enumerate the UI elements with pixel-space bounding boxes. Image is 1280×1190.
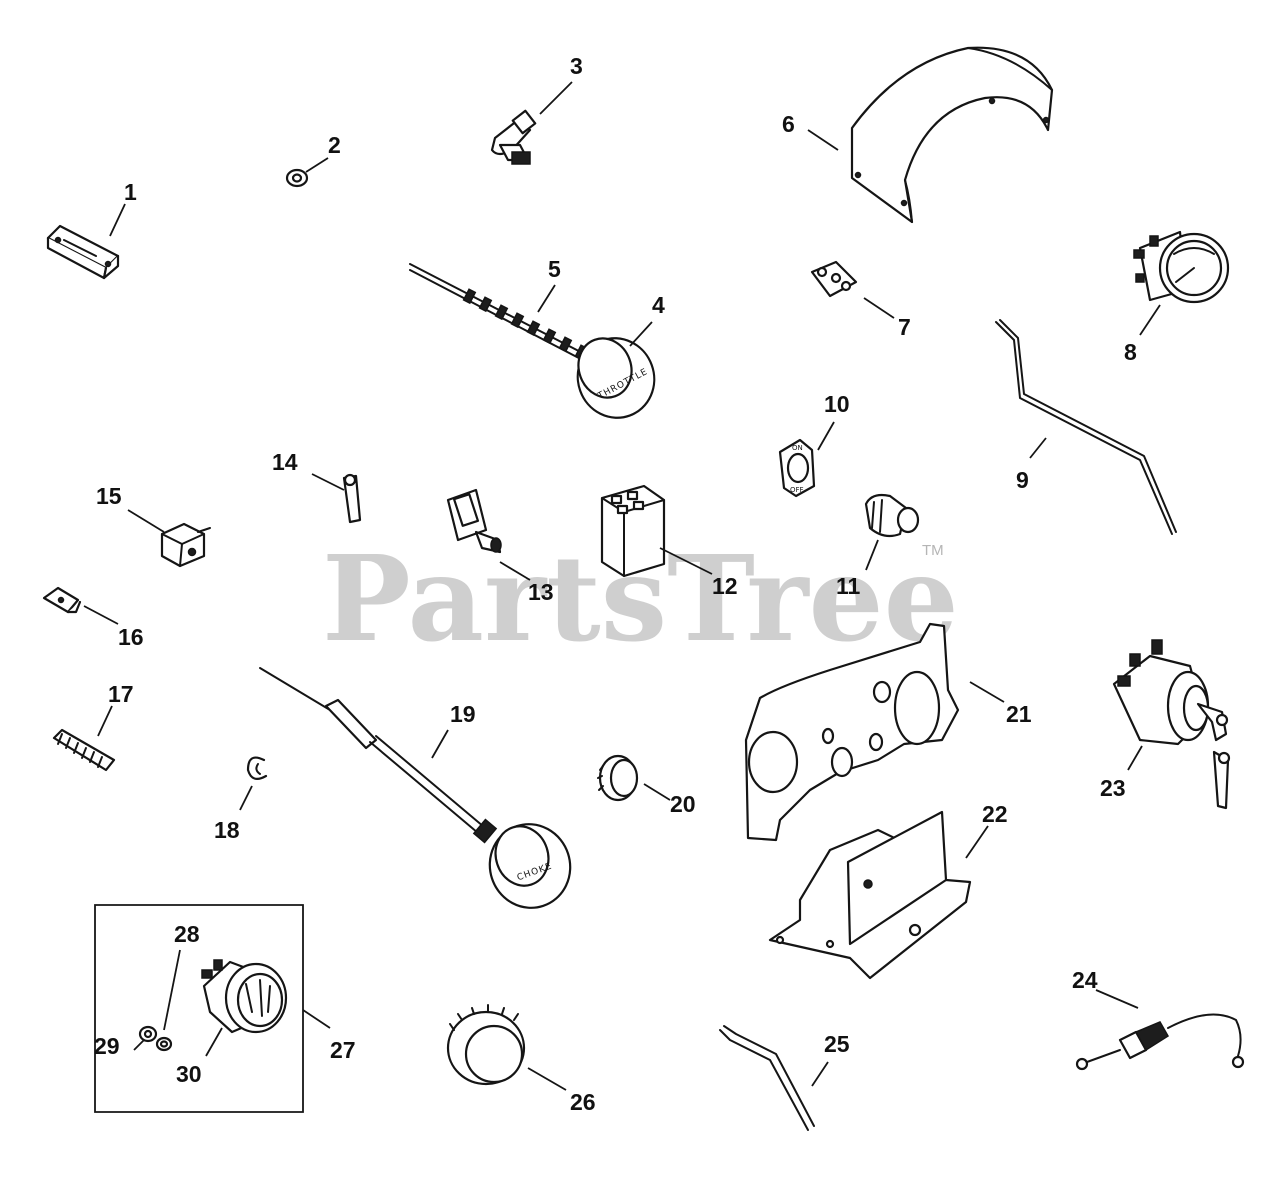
leader-26: [527, 1067, 567, 1091]
callout-27[interactable]: 27: [330, 1037, 356, 1063]
part-7-connector[interactable]: [810, 260, 858, 298]
callout-20[interactable]: 20: [670, 791, 696, 817]
part-4-throttle-knob[interactable]: THROTTLE: [567, 327, 666, 428]
leader-20: [643, 783, 671, 801]
part-29-nut[interactable]: [138, 1025, 158, 1043]
callout-4[interactable]: 4: [652, 292, 665, 318]
callout-17[interactable]: 17: [108, 681, 134, 707]
leader-19: [431, 729, 449, 759]
leader-17: [97, 705, 113, 737]
part-21-dash-panel[interactable]: [744, 622, 960, 842]
callout-8[interactable]: 8: [1124, 339, 1137, 365]
part-17-spring[interactable]: [52, 728, 116, 772]
callout-22[interactable]: 22: [982, 801, 1008, 827]
part-5-throttle-cable[interactable]: [409, 263, 601, 369]
part-20-cap[interactable]: [597, 754, 639, 802]
leader-8: [1139, 304, 1161, 336]
leader-4: [629, 321, 653, 347]
leader-6: [807, 129, 839, 151]
part-30-hour-meter[interactable]: [201, 959, 288, 1034]
part-19-choke-cable[interactable]: CHOKE: [259, 667, 581, 918]
leader-22: [965, 825, 989, 859]
callout-25[interactable]: 25: [824, 1031, 850, 1057]
callout-2[interactable]: 2: [328, 132, 341, 158]
callout-5[interactable]: 5: [548, 256, 561, 282]
part-16-clip[interactable]: [42, 586, 82, 614]
callout-30[interactable]: 30: [176, 1061, 202, 1087]
switch-off-label: OFF: [790, 486, 804, 494]
callout-21[interactable]: 21: [1006, 701, 1032, 727]
part-3-elbow-fitting[interactable]: [490, 109, 537, 165]
leader-14: [311, 473, 345, 491]
callout-14[interactable]: 14: [272, 449, 298, 475]
leader-10: [817, 421, 835, 451]
leader-18: [239, 785, 253, 811]
callout-6[interactable]: 6: [782, 111, 795, 137]
callout-19[interactable]: 19: [450, 701, 476, 727]
part-6-shroud[interactable]: [850, 46, 1054, 224]
callout-15[interactable]: 15: [96, 483, 122, 509]
part-15-block[interactable]: [160, 522, 211, 568]
callout-7[interactable]: 7: [898, 314, 911, 340]
callout-18[interactable]: 18: [214, 817, 240, 843]
callout-28[interactable]: 28: [174, 921, 200, 947]
callout-12[interactable]: 12: [712, 573, 738, 599]
part-8-gauge[interactable]: [1133, 230, 1230, 304]
leader-29: [133, 1039, 145, 1051]
leader-30: [205, 1027, 223, 1057]
leader-25: [811, 1061, 829, 1087]
leader-1: [109, 203, 126, 237]
part-10-switch-plate[interactable]: ON OFF: [778, 438, 816, 498]
callout-10[interactable]: 10: [824, 391, 850, 417]
leader-3: [539, 81, 573, 115]
switch-on-label: ON: [792, 444, 803, 452]
callout-9[interactable]: 9: [1016, 467, 1029, 493]
part-22-mounting-bracket[interactable]: [768, 810, 972, 980]
part-25-hose[interactable]: [719, 1025, 815, 1131]
part-2-nut[interactable]: [285, 168, 309, 188]
leader-24: [1095, 989, 1139, 1009]
leader-16: [83, 605, 119, 625]
inset-box-gauge-kit: [94, 904, 304, 1113]
part-18-ring[interactable]: [246, 756, 268, 781]
leader-5: [537, 284, 556, 313]
callout-1[interactable]: 1: [124, 179, 137, 205]
leader-9: [1029, 437, 1047, 459]
leader-15: [127, 509, 165, 533]
part-14-cotter-pin[interactable]: [342, 473, 362, 524]
part-9-rod[interactable]: [995, 319, 1177, 535]
leader-23: [1127, 745, 1143, 771]
part-28-lock-washer[interactable]: [155, 1036, 173, 1052]
leader-12: [659, 547, 713, 575]
callout-26[interactable]: 26: [570, 1089, 596, 1115]
watermark-trademark: TM: [922, 542, 944, 559]
leader-13: [499, 561, 531, 581]
part-11-push-button[interactable]: [864, 493, 920, 538]
part-24-wire-lead[interactable]: [1075, 1013, 1245, 1071]
callout-13[interactable]: 13: [528, 579, 554, 605]
part-13-toggle-switch[interactable]: [446, 488, 502, 554]
part-23-ignition-switch[interactable]: [1112, 639, 1231, 810]
callout-16[interactable]: 16: [118, 624, 144, 650]
callout-3[interactable]: 3: [570, 53, 583, 79]
leader-7: [863, 297, 895, 319]
callout-23[interactable]: 23: [1100, 775, 1126, 801]
inset-border: [94, 904, 304, 1113]
callout-29[interactable]: 29: [94, 1033, 120, 1059]
leader-27: [302, 1009, 331, 1029]
part-12-relay-box[interactable]: [600, 484, 666, 578]
leader-2: [305, 157, 329, 173]
part-26-cap-knob[interactable]: [446, 1004, 526, 1086]
callout-24[interactable]: 24: [1072, 967, 1098, 993]
leader-28: [163, 949, 181, 1031]
callout-11[interactable]: 11: [836, 573, 861, 599]
leader-21: [969, 681, 1005, 703]
leader-11: [865, 539, 879, 571]
part-1-bracket[interactable]: [46, 224, 120, 280]
